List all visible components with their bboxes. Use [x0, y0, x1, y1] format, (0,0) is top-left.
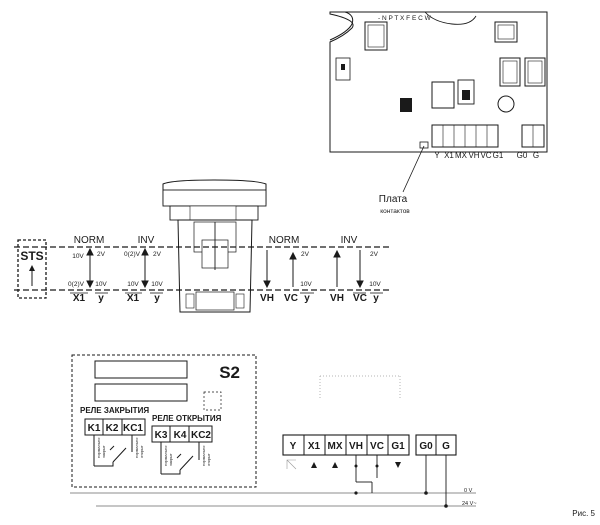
norm-label-left: NORM — [74, 235, 105, 246]
inv-right-vh: VH — [330, 293, 344, 304]
circuit-board: - N P T X F E C W Y X1 MX VH VC — [329, 11, 548, 160]
contact-k4: K4 — [174, 430, 187, 441]
supply-0v-label: 0 V — [464, 488, 473, 494]
board-terminal-vh: VH — [468, 151, 479, 160]
board-terminal-x1: X1 — [444, 151, 454, 160]
close-relay-label: РЕЛЕ ЗАКРЫТИЯ — [80, 406, 149, 415]
inv-right-vc: VC — [353, 293, 367, 304]
board-terminal-vc: VC — [480, 151, 491, 160]
close-relay-block: K1 K2 KC1 нормально закрыт нормально отк… — [84, 418, 146, 467]
board-terminal-g0: G0 — [517, 151, 528, 160]
wire-label-6: закрыт — [168, 453, 173, 466]
norm-left-10v: 10V — [72, 253, 84, 260]
norm-right-vh: VH — [260, 293, 274, 304]
contact-kc2: KC2 — [191, 430, 211, 441]
node-vh — [354, 491, 358, 495]
inv-left-10v: 10V — [127, 281, 139, 288]
inv-left-y: y — [154, 293, 160, 304]
open-relay-block: K3 K4 KC2 нормально закрыт нормально отк… — [151, 425, 213, 475]
board-terminal-y: Y — [434, 151, 440, 160]
inv-right-signal — [333, 249, 364, 289]
strip-terminal-y: Y — [290, 441, 297, 452]
strip-terminal-g: G — [442, 441, 450, 452]
norm-right-vc: VC — [284, 293, 298, 304]
norm-right-2v: 2V — [301, 251, 310, 258]
node-g — [444, 504, 448, 508]
wire-label-3: нормально — [134, 437, 139, 458]
open-relay-label: РЕЛЕ ОТКРЫТИЯ — [152, 414, 222, 423]
inv-left-signal — [141, 247, 149, 289]
s2-title: S2 — [219, 363, 240, 382]
callout-line2: контактов — [380, 208, 410, 215]
norm-left-y: y — [98, 293, 104, 304]
inv-right-2v: 2V — [370, 251, 379, 258]
norm-right-signal — [263, 250, 297, 289]
wire-label-4: открыт — [139, 445, 144, 458]
supply-lines: 0 V 24 V~ — [70, 488, 477, 508]
strip-terminal-g1: G1 — [391, 441, 405, 452]
contact-k1: K1 — [88, 423, 101, 434]
inv-label-right: INV — [341, 235, 358, 246]
inv-left-10v-b: 10V — [151, 281, 163, 288]
inv-left-02v: 0(2)V — [124, 251, 141, 258]
figure-label: Рис. 5 — [572, 509, 595, 518]
board-terminal-g1: G1 — [493, 151, 504, 160]
s2-module: S2 РЕЛЕ ЗАКРЫТИЯ РЕЛЕ ОТКРЫТИЯ K1 K2 KC1… — [71, 354, 257, 488]
sts-block: STS — [17, 239, 47, 299]
inv-left-2v: 2V — [153, 251, 162, 258]
strip-terminal-vc: VC — [370, 441, 384, 452]
norm-left-10v-b: 10V — [95, 281, 107, 288]
sts-label: STS — [20, 249, 43, 263]
node-g0 — [424, 491, 428, 495]
inv-right-10v: 10V — [369, 281, 381, 288]
actuator-body — [162, 179, 267, 313]
supply-24v-label: 24 V~ — [462, 501, 477, 507]
norm-right-y: y — [304, 293, 310, 304]
callout-line1: Плата — [379, 194, 408, 205]
norm-left-x1: X1 — [73, 293, 86, 304]
norm-left-2v: 2V — [97, 251, 106, 258]
norm-left-signal — [86, 247, 94, 289]
wire-label-2: закрыт — [101, 445, 106, 458]
inv-left-x1: X1 — [127, 293, 140, 304]
board-terminal-mx: MX — [455, 151, 468, 160]
strip-terminal-x1: X1 — [308, 441, 321, 452]
terminal-strip: Y X1 MX VH VC G1 G0 G — [282, 434, 457, 506]
contact-kc1: KC1 — [123, 423, 143, 434]
inv-label-left: INV — [138, 235, 155, 246]
wire-label-1: нормально — [96, 437, 101, 458]
wire-label-5: нормально — [163, 445, 168, 466]
board-top-label: - N P T X F E C W — [378, 15, 432, 22]
callout-leader — [402, 145, 425, 193]
norm-right-10v: 10V — [300, 281, 312, 288]
contact-k2: K2 — [106, 423, 119, 434]
board-terminal-labels: Y X1 MX VH VC G1 G0 G — [434, 151, 539, 160]
board-terminal-g: G — [533, 151, 539, 160]
strip-terminal-vh: VH — [349, 441, 363, 452]
inv-right-y: y — [373, 293, 379, 304]
strip-terminal-mx: MX — [328, 441, 343, 452]
wire-label-7: нормально — [201, 445, 206, 466]
norm-left-02v: 0(2)V — [68, 281, 85, 288]
wire-label-8: открыт — [206, 453, 211, 466]
strip-terminal-g0: G0 — [419, 441, 433, 452]
contact-k3: K3 — [155, 430, 168, 441]
norm-label-right: NORM — [269, 235, 300, 246]
